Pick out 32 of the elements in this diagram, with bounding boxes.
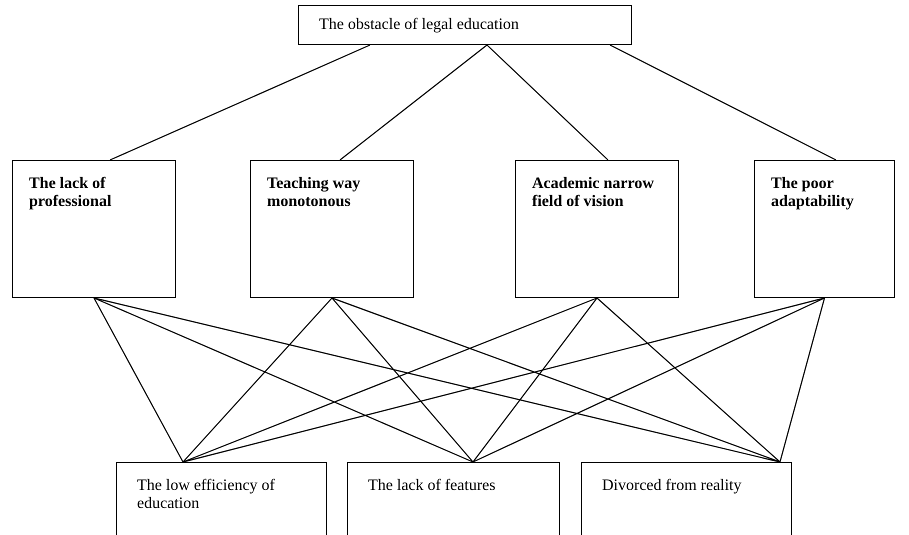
connector-line — [340, 44, 488, 160]
effect-box — [116, 462, 327, 535]
cause-box — [250, 160, 414, 298]
effect-box — [347, 462, 560, 535]
connector-line — [182, 297, 598, 463]
cause-box — [515, 160, 679, 298]
root-box — [298, 5, 632, 45]
node-label: Academic narrow field of vision — [532, 175, 655, 211]
node-label: The low efficiency of education — [137, 477, 276, 513]
node-label: Teaching way monotonous — [267, 175, 362, 211]
node-label: Divorced from reality — [602, 477, 742, 495]
connector-line — [182, 297, 825, 463]
node-label: The poor adaptability — [771, 175, 855, 211]
connector-line — [110, 44, 370, 161]
connector-line — [93, 298, 184, 462]
connector-line — [596, 298, 780, 462]
connector-line — [332, 298, 474, 462]
connector-line — [94, 297, 780, 463]
connector-line — [779, 298, 826, 462]
connector-line — [486, 44, 608, 160]
connector-line — [472, 297, 825, 463]
cause-box — [754, 160, 895, 298]
connector-line — [472, 298, 598, 462]
cause-box — [12, 160, 176, 298]
node-label: The lack of features — [368, 477, 496, 495]
connector-line — [332, 297, 780, 463]
node-label: The obstacle of legal education — [319, 16, 520, 34]
connector-line — [94, 297, 474, 463]
connector-line — [610, 44, 836, 161]
node-label: The lack of professional — [29, 175, 112, 211]
connector-line — [182, 298, 332, 462]
effect-box — [581, 462, 792, 535]
